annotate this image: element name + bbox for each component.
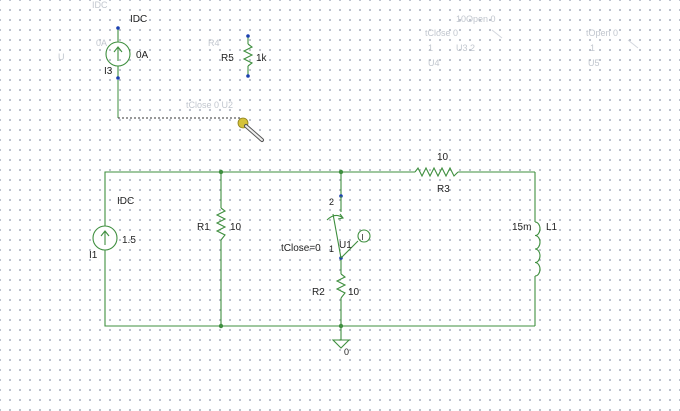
wire-in-progress — [117, 80, 242, 119]
switch-blade — [332, 213, 342, 259]
pin-dot — [116, 76, 120, 80]
r5-name-label: R5 — [221, 53, 234, 64]
switch-marker-icon — [357, 229, 371, 243]
ghost-u5-label: U5 — [588, 58, 600, 68]
ghost-idc-label: IDC — [92, 0, 108, 10]
u1-marker-label: I — [362, 233, 364, 242]
ghost-tclose-label: tClose 0 — [425, 28, 458, 38]
inductor-coil — [534, 221, 541, 277]
junction-dot — [338, 169, 344, 175]
main-circuit-wires — [104, 169, 536, 340]
pencil-cursor-icon — [237, 117, 264, 142]
resistor-zigzag — [215, 207, 227, 241]
r3-value-label: 10 — [437, 152, 449, 163]
pin-dot — [246, 74, 250, 78]
junction-dot — [338, 323, 344, 329]
ghost-topen-label: 10Open 0 — [456, 14, 496, 24]
resistor-r2[interactable]: R2 10 — [312, 273, 360, 299]
ghost-u3-label: U3 2 — [456, 43, 475, 53]
switch-u1[interactable]: I 2 1 tClose=0 U1 — [281, 194, 371, 274]
pin-dot — [246, 34, 250, 38]
i1-value-label: 1.5 — [122, 235, 136, 246]
ground-icon — [331, 339, 351, 349]
r1-value-label: 10 — [230, 222, 242, 233]
current-source-i1[interactable]: IDC 1.5 I1 — [89, 196, 136, 262]
i1-type-label: IDC — [117, 196, 134, 207]
resistor-r3[interactable]: 10 R3 — [414, 152, 459, 195]
ghost-u4-label: U4 — [428, 58, 440, 68]
ghost-u-label: U — [58, 52, 65, 62]
ghost-switch-stroke-2 — [627, 39, 639, 49]
ghost-r4-label: R4 — [208, 38, 220, 48]
i3-name-label: I3 — [104, 66, 113, 77]
resistor-zigzag — [335, 273, 347, 299]
junction-dot — [218, 169, 224, 175]
l1-name-label: L1 — [546, 222, 558, 233]
ghost-0a-label: 0A — [96, 38, 107, 48]
u1-name-label: U1 — [339, 240, 352, 251]
resistor-r5[interactable]: R5 1k — [221, 34, 268, 78]
r2-value-label: 10 — [348, 287, 360, 298]
i1-name-label: I1 — [89, 250, 98, 261]
ghost-topen2-label: tOpen 0 — [586, 28, 618, 38]
resistor-zigzag — [242, 43, 254, 67]
resistor-r1[interactable]: R1 10 — [197, 207, 242, 241]
resistor-zigzag — [414, 166, 459, 178]
ghost-pin2-label: 1 — [590, 43, 595, 53]
u1-pin1-label: 1 — [329, 244, 334, 254]
inductor-l1[interactable]: 15m L1 — [512, 221, 558, 277]
junction-dot — [218, 323, 224, 329]
r3-name-label: R3 — [437, 184, 450, 195]
l1-value-label: 15m — [512, 222, 531, 233]
u1-param-label: tClose=0 — [281, 243, 321, 254]
switch-arc — [326, 214, 344, 221]
r1-name-label: R1 — [197, 222, 210, 233]
r2-name-label: R2 — [312, 287, 325, 298]
pin-dot — [116, 26, 120, 30]
current-source-i3[interactable]: IDC 0A I3 — [104, 14, 149, 80]
i3-type-label: IDC — [130, 14, 147, 25]
i3-value-label: 0A — [136, 50, 149, 61]
ghost-text-layer: IDC U 0A R4 10Open 0 tClose 0 1 U3 2 U4 … — [58, 0, 639, 110]
ground-symbol[interactable]: 0 — [331, 339, 351, 357]
ground-label: 0 — [344, 347, 349, 357]
ghost-pin-label: 1 — [428, 43, 433, 53]
r5-value-label: 1k — [256, 53, 268, 64]
u1-pin2-label: 2 — [329, 197, 334, 207]
ghost-drag-label: tClose 0 U2 — [186, 100, 233, 110]
ghost-switch-stroke — [491, 29, 503, 39]
